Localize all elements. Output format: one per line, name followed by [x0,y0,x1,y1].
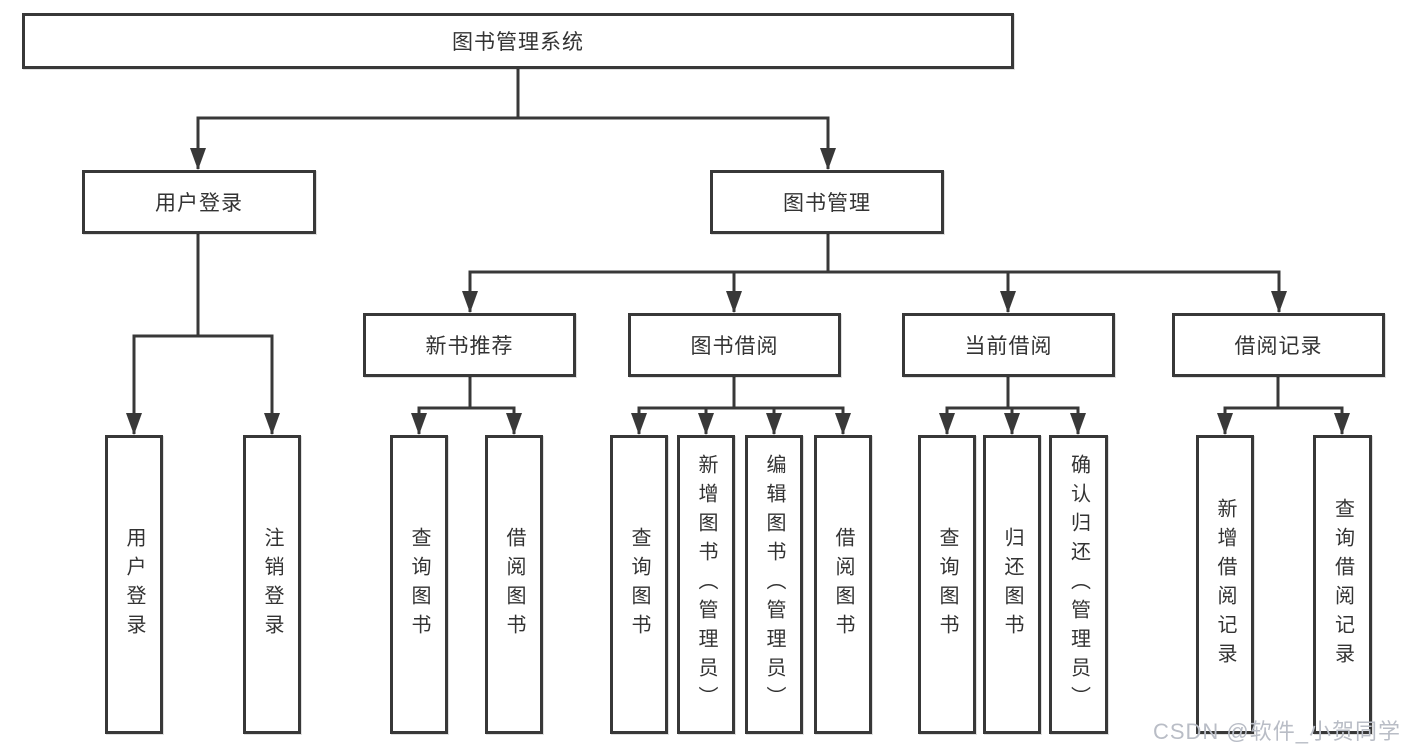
leaf-label: 查询图书 [628,526,650,643]
edge-bookborrow-to-leaf4 [631,377,736,435]
leaf-query-books-recommend: 查询图书 [390,435,448,734]
edge-bookmgmt-to-borrowrecords [826,234,1287,313]
edge-root-to-user-login [190,68,520,170]
leaf-label: 归还图书 [1001,526,1023,643]
node-library-management-system: 图书管理系统 [22,13,1014,69]
leaf-label: 借阅图书 [503,526,525,643]
leaf-confirm-return-admin: 确认归还（管理员） [1049,435,1108,734]
leaf-add-borrow-record: 新增借阅记录 [1196,435,1254,734]
edge-newbook-to-leaf3 [468,377,522,435]
leaf-label: 注销登录 [261,526,283,643]
leaf-user-login: 用户登录 [105,435,163,734]
node-book-management: 图书管理 [710,170,944,234]
edge-root-to-book-management [516,68,836,170]
edge-bookmgmt-to-bookborrow [726,234,830,313]
leaf-label: 查询借阅记录 [1331,497,1354,672]
leaf-label: 借阅图书 [832,526,854,643]
node-book-borrowing: 图书借阅 [628,313,841,377]
edge-userlogin-to-leaf1 [196,234,280,435]
edge-userlogin-to-leaf0 [126,234,200,435]
edge-currentborrow-to-leaf8 [939,377,1010,435]
csdn-watermark: CSDN @软件_小贺同学 [1152,719,1401,744]
node-current-borrowing: 当前借阅 [902,313,1115,377]
leaf-borrow-books-recommend: 借阅图书 [485,435,543,734]
node-label: 当前借阅 [964,335,1053,358]
leaf-borrow-books-borrowing: 借阅图书 [814,435,872,734]
node-label: 图书管理系统 [452,31,584,54]
leaf-label: 新增借阅记录 [1214,497,1236,672]
node-new-book-recommend: 新书推荐 [363,313,576,377]
edge-bookborrow-to-leaf7 [732,377,851,435]
node-label: 图书借阅 [690,335,779,358]
leaf-query-borrow-record: 查询借阅记录 [1313,435,1372,734]
edge-newbook-to-leaf2 [411,377,472,435]
node-label: 新书推荐 [425,335,514,358]
leaf-logout-login: 注销登录 [243,435,301,734]
edge-currentborrow-to-leaf10 [1006,377,1086,435]
leaf-query-books-borrowing: 查询图书 [610,435,668,734]
leaf-label: 查询图书 [936,526,958,643]
leaf-label: 查询图书 [408,526,430,643]
leaf-label: 确认归还（管理员） [1067,454,1090,715]
leaf-label: 新增图书（管理员） [695,454,717,715]
leaf-add-book-admin: 新增图书（管理员） [677,435,735,734]
edge-bookborrow-to-leaf6 [732,377,782,435]
leaf-label: 用户登录 [123,526,145,643]
edge-borrowrecords-to-leaf12 [1276,377,1350,435]
leaf-return-books: 归还图书 [983,435,1041,734]
leaf-edit-book-admin: 编辑图书（管理员） [745,435,803,734]
edge-bookborrow-to-leaf5 [698,377,736,435]
node-label: 借阅记录 [1234,335,1323,358]
node-label: 图书管理 [783,192,871,215]
node-borrowing-records: 借阅记录 [1172,313,1385,377]
node-user-login: 用户登录 [82,170,316,234]
leaf-query-books-current: 查询图书 [918,435,976,734]
leaf-label: 编辑图书（管理员） [763,454,785,715]
edge-borrowrecords-to-leaf11 [1217,377,1280,435]
node-label: 用户登录 [155,192,243,215]
